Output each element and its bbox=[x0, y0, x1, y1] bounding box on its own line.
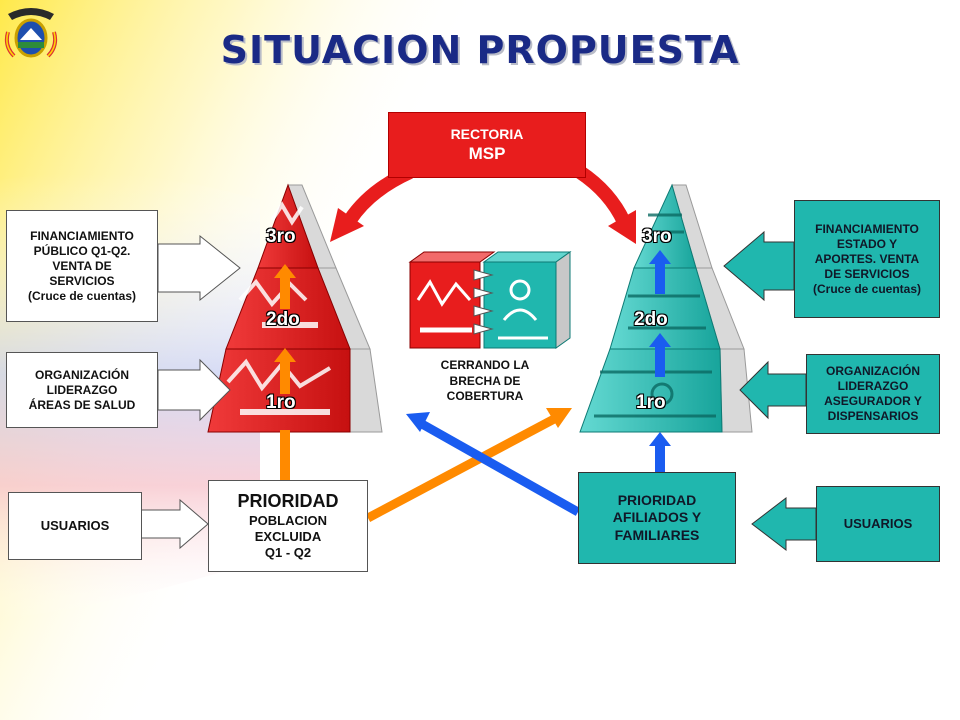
left-upward-arrows bbox=[274, 264, 296, 482]
left-fin-line-1: FINANCIAMIENTO bbox=[30, 228, 134, 243]
left-usuarios-box: USUARIOS bbox=[8, 492, 142, 560]
right-level-3: 3ro bbox=[642, 226, 672, 247]
rectoria-msp-box: RECTORIA MSP bbox=[388, 112, 586, 178]
right-usuarios-box: USUARIOS bbox=[816, 486, 940, 562]
right-fin-line-3: APORTES. VENTA bbox=[814, 251, 920, 266]
rectoria-arrow-left bbox=[344, 165, 413, 225]
orange-diagonal-arrow bbox=[365, 414, 559, 522]
left-organizacion-arrow bbox=[157, 358, 231, 422]
right-organizacion-box: ORGANIZACIÓN LIDERAZGO ASEGURADOR Y DISP… bbox=[806, 354, 940, 434]
right-org-line-2: LIDERAZGO bbox=[837, 379, 909, 393]
rectoria-arrow-right bbox=[576, 166, 631, 226]
center-merge-logo bbox=[408, 251, 572, 349]
left-prioridad-line-3: Q1 - Q2 bbox=[264, 545, 312, 561]
msp-logo-icon bbox=[226, 201, 332, 415]
center-iess-right bbox=[555, 251, 571, 349]
center-line-3: COBERTURA bbox=[446, 389, 524, 404]
left-prioridad-heading: PRIORIDAD bbox=[237, 491, 339, 512]
left-level-2: 2do bbox=[266, 309, 300, 330]
left-pyramid-side-1 bbox=[349, 348, 383, 433]
right-arrow-mid-head bbox=[649, 333, 671, 347]
right-organizacion-arrow bbox=[739, 360, 807, 420]
left-pyramid bbox=[207, 183, 383, 433]
left-org-line-3: ÁREAS DE SALUD bbox=[28, 397, 136, 412]
right-fin-line-5: (Cruce de cuentas) bbox=[812, 281, 922, 296]
center-iess-block bbox=[483, 261, 557, 349]
left-fin-line-2: PÚBLICO Q1-Q2. bbox=[33, 243, 131, 258]
blue-diagonal-arrow bbox=[419, 420, 581, 516]
left-prioridad-box: PRIORIDAD POBLACION EXCLUIDA Q1 - Q2 bbox=[208, 480, 368, 572]
left-level-3: 3ro bbox=[266, 226, 296, 247]
right-financiamiento-box: FINANCIAMIENTO ESTADO Y APORTES. VENTA D… bbox=[794, 200, 940, 318]
right-arrow-top-shaft bbox=[655, 262, 665, 294]
right-org-line-4: DISPENSARIOS bbox=[827, 409, 919, 423]
right-usuarios-label: USUARIOS bbox=[843, 515, 913, 531]
left-usuarios-label: USUARIOS bbox=[40, 517, 110, 533]
right-fin-line-2: ESTADO Y bbox=[836, 236, 898, 251]
rectoria-arrow-left-head bbox=[330, 208, 364, 242]
rectoria-arrow-right-head bbox=[608, 210, 636, 244]
right-prioridad-line-1: PRIORIDAD bbox=[617, 491, 697, 508]
right-arrow-bottom-shaft bbox=[655, 444, 665, 474]
right-upward-arrows bbox=[649, 250, 671, 474]
left-org-line-1: ORGANIZACIÓN bbox=[35, 367, 129, 382]
right-prioridad-line-2: AFILIADOS Y bbox=[612, 509, 702, 526]
left-arrow-top-shaft bbox=[280, 275, 290, 309]
coat-of-arms-icon bbox=[4, 8, 58, 58]
left-arrow-top-head bbox=[274, 264, 296, 278]
zipper-teeth bbox=[473, 269, 494, 335]
right-pyramid-tier-1 bbox=[579, 348, 723, 433]
right-org-line-3: ASEGURADOR Y bbox=[824, 394, 922, 408]
right-fin-line-1: FINANCIAMIENTO bbox=[815, 221, 919, 236]
blue-diagonal-arrow-head bbox=[406, 412, 430, 432]
left-financiamiento-arrow bbox=[157, 234, 241, 302]
center-caption: CERRANDO LA BRECHA DE COBERTURA bbox=[410, 358, 560, 405]
left-fin-line-5: (Cruce de cuentas) bbox=[27, 288, 137, 303]
right-level-1: 1ro bbox=[636, 392, 666, 413]
rectoria-arrows bbox=[344, 165, 631, 226]
left-fin-line-3: VENTA DE bbox=[52, 258, 112, 273]
right-fin-line-4: DE SERVICIOS bbox=[824, 266, 910, 281]
right-financiamiento-arrow bbox=[723, 230, 795, 302]
left-prioridad-line-1: POBLACION bbox=[249, 512, 327, 528]
center-iess-side bbox=[482, 251, 572, 263]
right-prioridad-line-3: FAMILIARES bbox=[614, 526, 700, 543]
right-level-2: 2do bbox=[634, 309, 668, 330]
left-prioridad-line-2: EXCLUIDA bbox=[254, 529, 322, 545]
left-org-line-2: LIDERAZGO bbox=[46, 382, 118, 397]
rectoria-label: RECTORIA bbox=[450, 125, 524, 142]
left-level-1: 1ro bbox=[266, 392, 296, 413]
center-msp-block bbox=[409, 261, 481, 349]
left-fin-line-4: SERVICIOS bbox=[49, 273, 115, 288]
right-pyramid bbox=[579, 183, 753, 433]
orange-diagonal-arrow-head bbox=[546, 408, 572, 428]
center-msp-logo-icon bbox=[416, 279, 472, 333]
center-line-2: BRECHA DE bbox=[449, 373, 521, 388]
right-arrow-bottom-head bbox=[649, 432, 671, 446]
left-organizacion-box: ORGANIZACIÓN LIDERAZGO ÁREAS DE SALUD bbox=[6, 352, 158, 428]
msp-label: MSP bbox=[468, 144, 506, 164]
left-financiamiento-box: FINANCIAMIENTO PÚBLICO Q1-Q2. VENTA DE S… bbox=[6, 210, 158, 322]
left-arrow-bottom-shaft bbox=[280, 430, 290, 482]
left-arrow-mid-shaft bbox=[280, 360, 290, 394]
left-usuarios-arrow bbox=[139, 498, 209, 550]
center-line-1: CERRANDO LA bbox=[440, 358, 530, 372]
right-arrow-mid-shaft bbox=[655, 345, 665, 377]
center-msp-side bbox=[408, 251, 496, 263]
center-iess-logo-icon bbox=[498, 279, 548, 340]
page-title: SITUACION PROPUESTA bbox=[220, 28, 740, 72]
right-arrow-top-head bbox=[649, 250, 671, 264]
left-arrow-mid-head bbox=[274, 348, 296, 362]
right-usuarios-arrow bbox=[751, 496, 817, 552]
right-prioridad-box: PRIORIDAD AFILIADOS Y FAMILIARES bbox=[578, 472, 736, 564]
right-org-line-1: ORGANIZACIÓN bbox=[826, 364, 920, 378]
